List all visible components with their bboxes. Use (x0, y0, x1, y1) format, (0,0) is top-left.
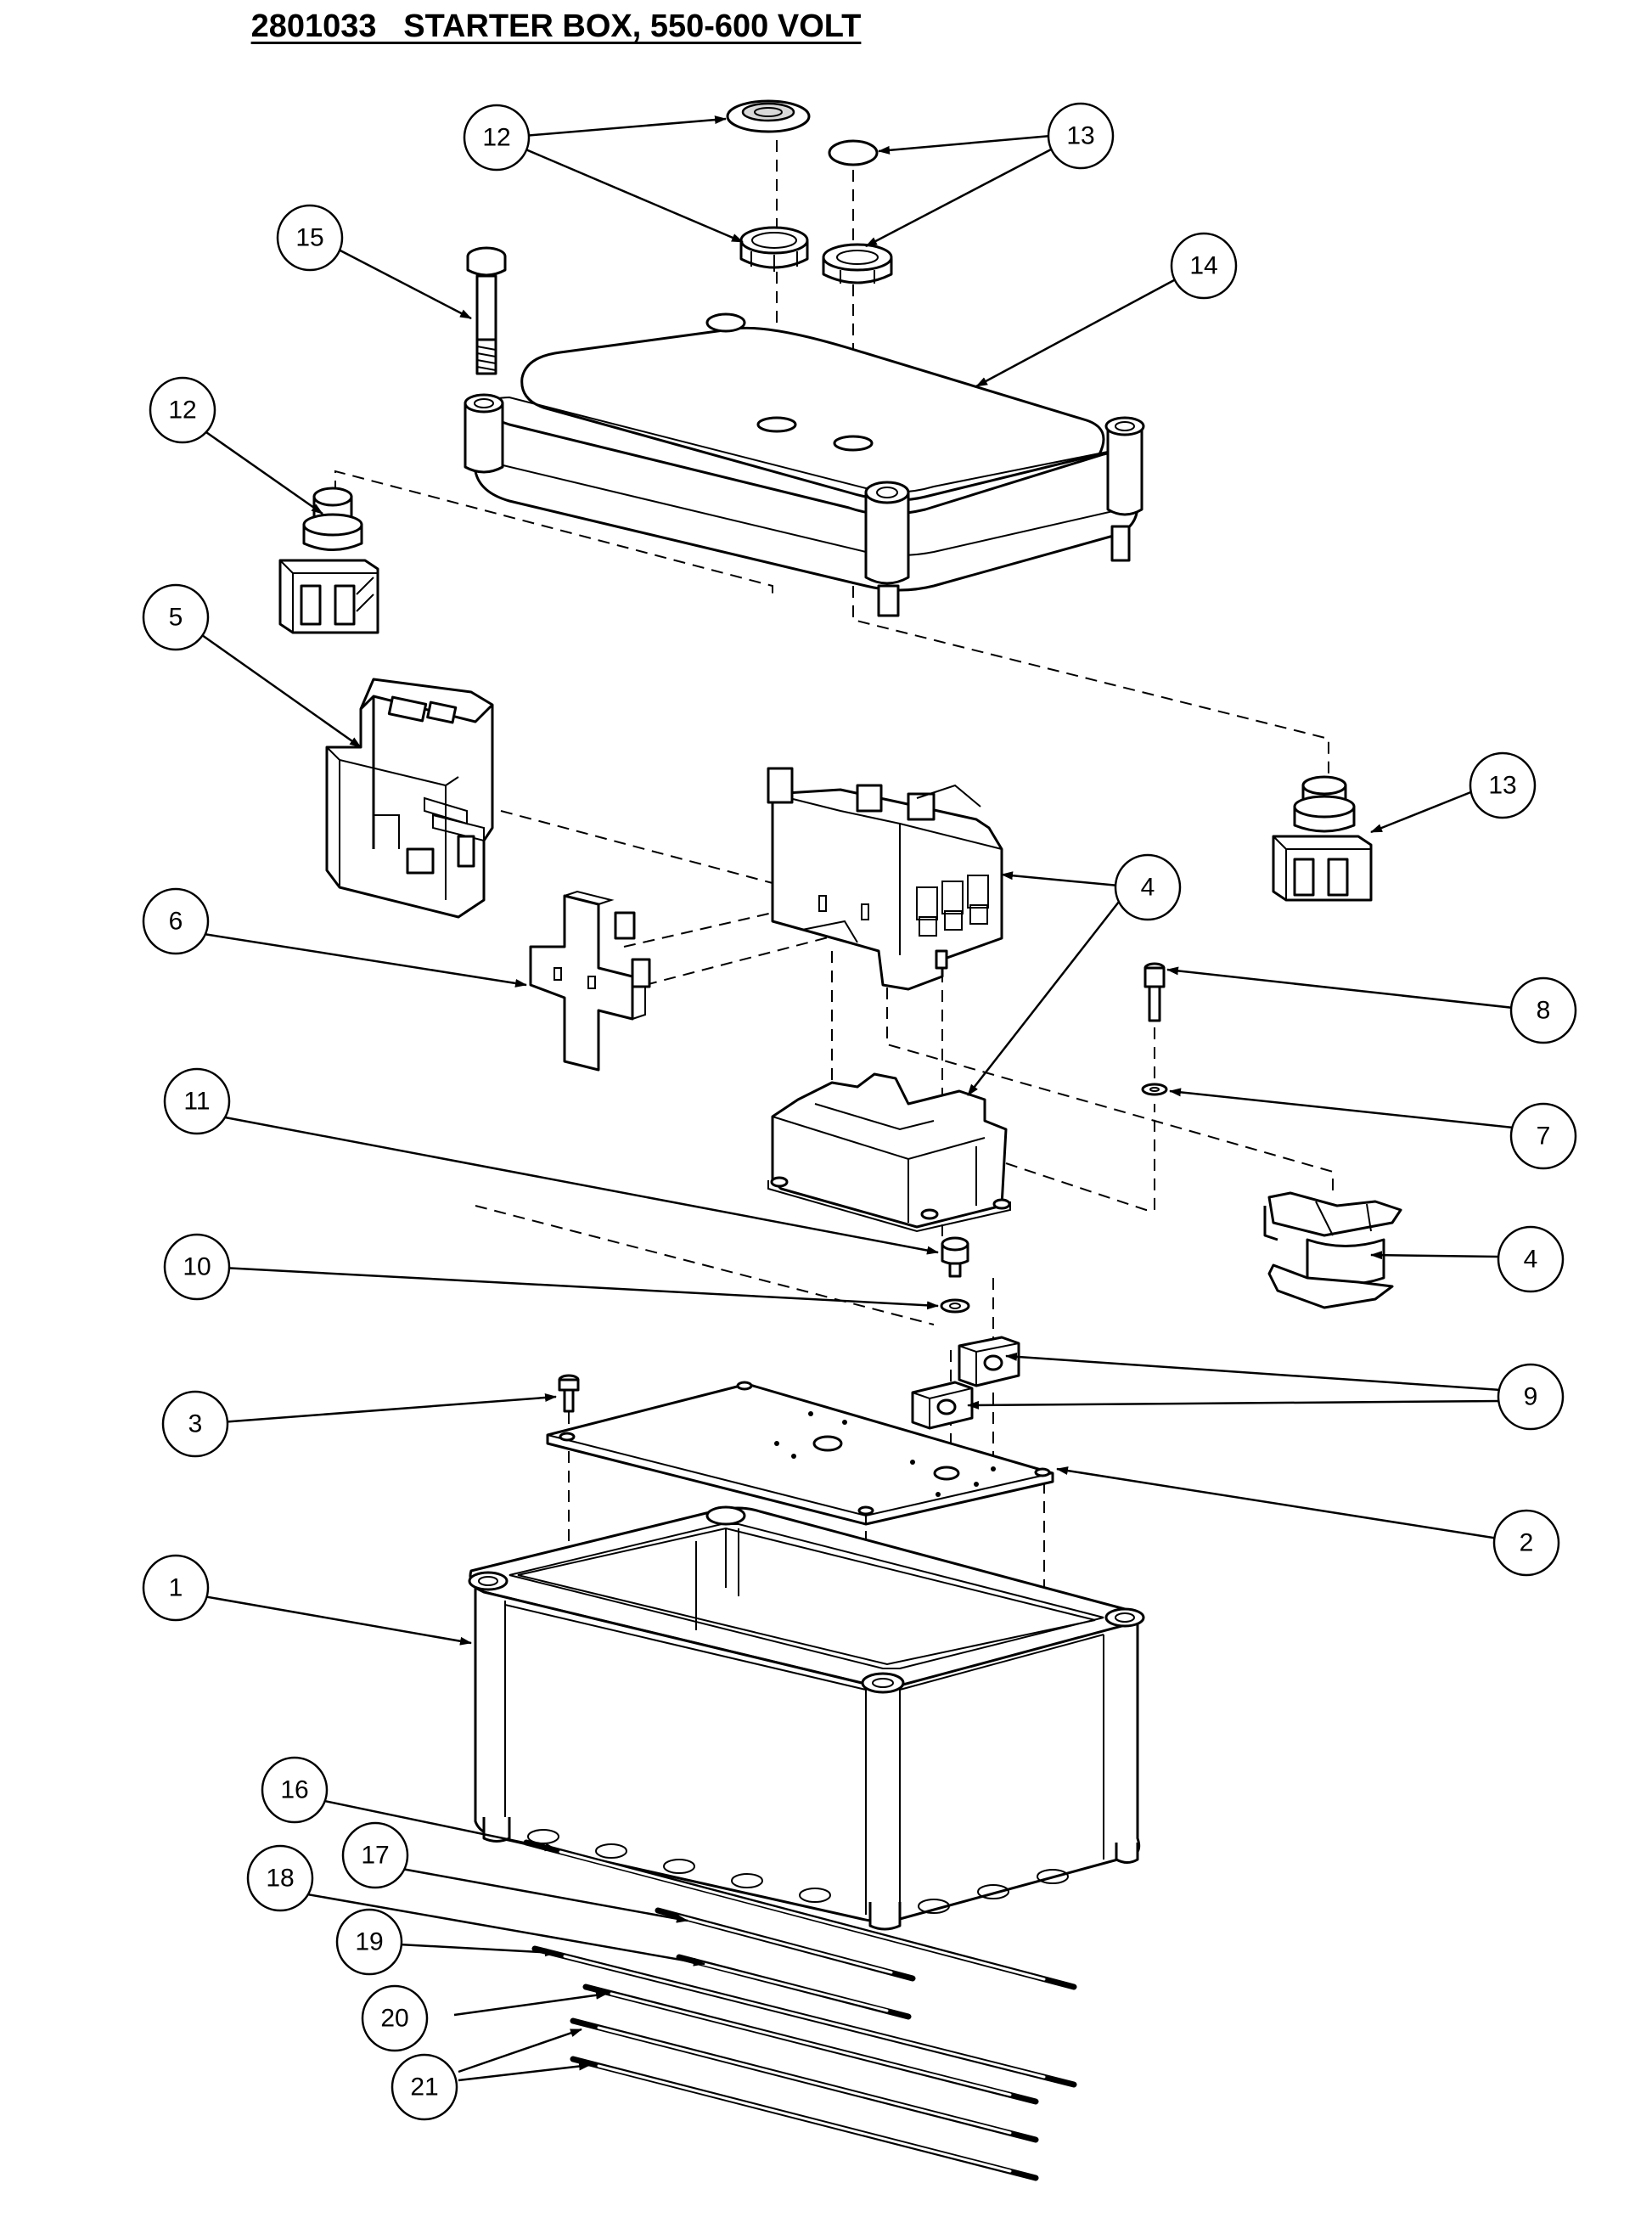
callout-label: 17 (361, 1842, 389, 1870)
callout-label: 4 (1141, 874, 1155, 902)
contactor-coil (1263, 1191, 1402, 1309)
callout-label: 21 (410, 2074, 438, 2102)
wire-21a (570, 2017, 1039, 2143)
callout-19: 19 (335, 1908, 403, 1976)
pushbutton-cap (726, 99, 811, 133)
callout-label: 2 (1520, 1529, 1534, 1557)
ground-lug (911, 1336, 1020, 1430)
callout-label: 14 (1189, 252, 1217, 280)
callout-12-left: 12 (149, 376, 216, 444)
callout-label: 1 (169, 1574, 183, 1602)
auxiliary-contact (529, 890, 651, 1072)
callout-7: 7 (1509, 1102, 1577, 1170)
overload-relay (325, 678, 494, 919)
callout-14: 14 (1170, 232, 1238, 300)
callout-17: 17 (341, 1821, 409, 1889)
callout-5: 5 (142, 583, 210, 651)
callout-label: 18 (266, 1865, 294, 1893)
page-title: 2801033 STARTER BOX, 550-600 VOLT (250, 8, 862, 44)
wire-18 (676, 1954, 912, 2020)
callout-2: 2 (1492, 1509, 1560, 1577)
coil-screw (1143, 962, 1166, 1022)
cover-screw (466, 246, 507, 375)
base-bolt (941, 1236, 969, 1278)
mounting-screw (558, 1374, 580, 1413)
mounting-plate (546, 1381, 1054, 1526)
callout-13-top: 13 (1047, 102, 1115, 170)
wire-19 (531, 1945, 1077, 2088)
contactor-upper (767, 767, 1003, 991)
callout-10: 10 (163, 1233, 231, 1301)
wire-16 (523, 1839, 1077, 1990)
pushbutton-operator (278, 487, 379, 634)
indicator-lens (828, 139, 879, 166)
callout-label: 5 (169, 604, 183, 632)
callout-label: 13 (1066, 122, 1094, 150)
base-washer (940, 1298, 970, 1314)
callout-label: 11 (183, 1088, 210, 1116)
callout-label: 12 (482, 124, 510, 152)
callout-18: 18 (246, 1844, 314, 1912)
callout-label: 19 (355, 1928, 383, 1956)
callout-4-upper: 4 (1114, 853, 1182, 921)
enclosure-base (468, 1505, 1145, 1931)
callout-label: 8 (1537, 997, 1551, 1025)
callout-label: 15 (295, 224, 323, 252)
callout-label: 20 (380, 2005, 408, 2033)
callout-label: 9 (1524, 1383, 1538, 1411)
callout-11: 11 (163, 1067, 231, 1135)
callout-15: 15 (276, 204, 344, 272)
wire-20 (582, 1983, 1039, 2105)
enclosure-cover (464, 312, 1145, 617)
callout-21: 21 (391, 2053, 458, 2121)
locking-ring-12 (739, 226, 809, 272)
leader-lines (201, 115, 1514, 2082)
contactor-base (767, 1072, 1011, 1233)
callout-label: 4 (1524, 1246, 1538, 1274)
callout-label: 13 (1488, 772, 1516, 800)
callout-8: 8 (1509, 976, 1577, 1044)
callout-label: 10 (183, 1253, 211, 1281)
wire-17 (655, 1907, 916, 1982)
callout-12-top: 12 (463, 104, 531, 172)
callout-1: 1 (142, 1554, 210, 1622)
callout-label: 7 (1537, 1123, 1551, 1151)
callout-3: 3 (161, 1390, 229, 1458)
callout-13-right: 13 (1469, 751, 1537, 819)
indicator-light (1272, 775, 1373, 902)
coil-washer (1141, 1083, 1168, 1096)
wire-21b (570, 2056, 1039, 2181)
callout-label: 3 (188, 1410, 203, 1438)
callout-6: 6 (142, 887, 210, 955)
callout-9: 9 (1497, 1363, 1565, 1431)
callout-20: 20 (361, 1984, 429, 2052)
callout-label: 6 (169, 908, 183, 936)
callout-16: 16 (261, 1756, 329, 1824)
callout-4-coil: 4 (1497, 1225, 1565, 1293)
callout-label: 12 (168, 397, 196, 425)
locking-ring-13 (822, 243, 893, 284)
callout-label: 16 (280, 1776, 308, 1804)
